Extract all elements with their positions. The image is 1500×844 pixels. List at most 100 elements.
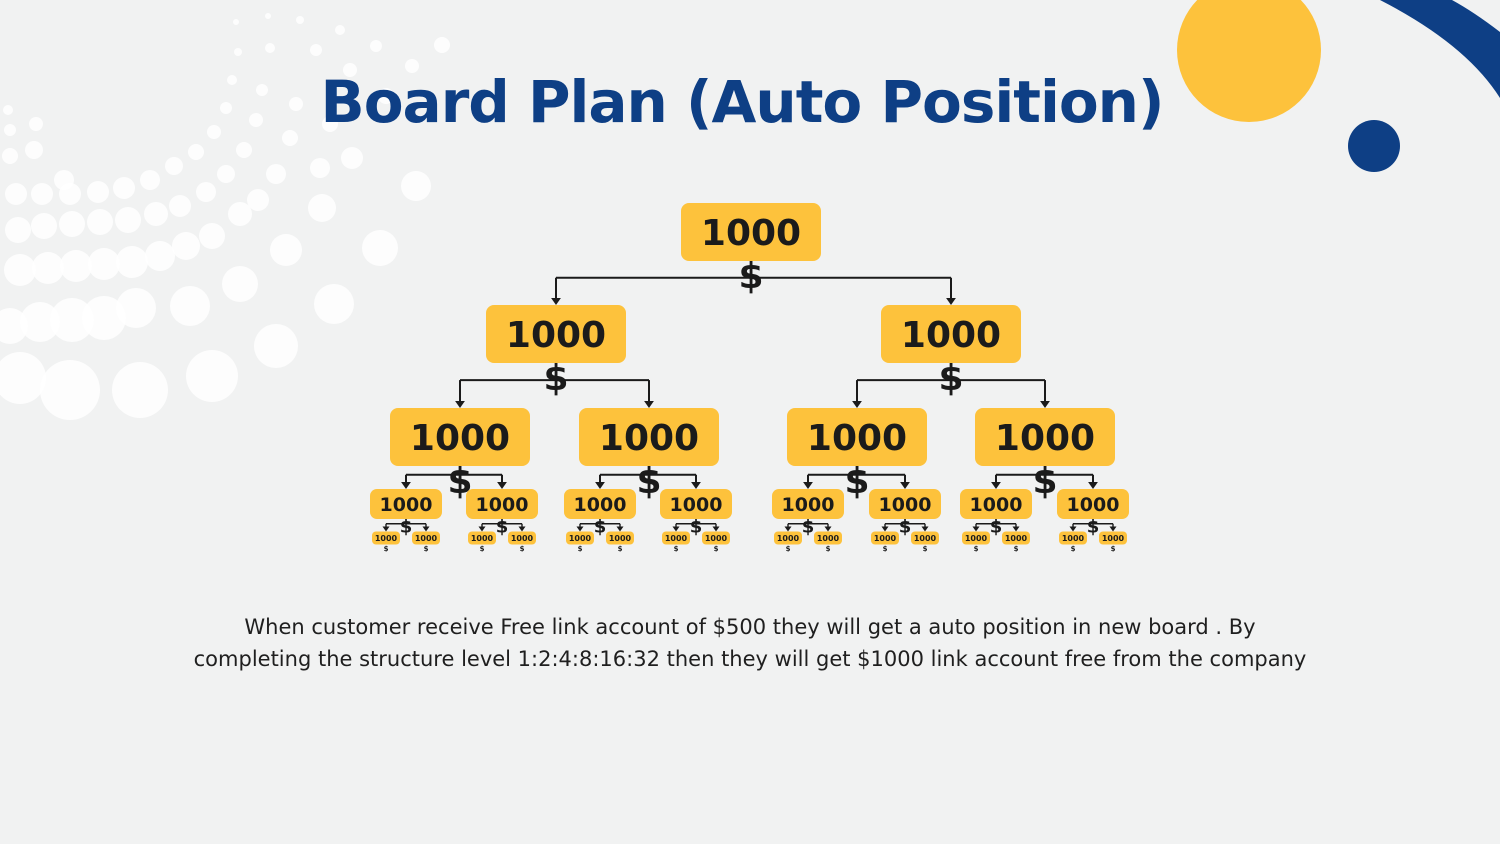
arrow-head-icon xyxy=(824,526,832,532)
tree-node-box xyxy=(681,203,821,261)
tree-node-box xyxy=(814,531,842,545)
tree-connector: $ xyxy=(382,517,430,538)
tree-node: 1000 xyxy=(390,408,530,466)
tree-connector: $ xyxy=(455,358,654,408)
tree-connector: $ xyxy=(478,517,526,538)
decor-dot-45 xyxy=(116,246,148,278)
decor-dot-60 xyxy=(170,286,210,326)
decor-dot-49 xyxy=(5,183,27,205)
arrow-head-icon xyxy=(852,401,862,408)
tree-connector: $ xyxy=(672,517,720,538)
tree-node-label: 1000 xyxy=(665,534,688,543)
description-line-1: When customer receive Free link account … xyxy=(244,615,1256,639)
arrow-head-icon xyxy=(991,482,1001,489)
tree-node-label: 1000 xyxy=(817,534,840,543)
dollar-sign: $ xyxy=(844,461,869,502)
decor-dot-72 xyxy=(29,117,43,131)
decor-dot-54 xyxy=(4,254,36,286)
decor-dot-34 xyxy=(140,170,160,190)
dollar-sign: $ xyxy=(883,545,888,553)
arrow-head-icon xyxy=(784,526,792,532)
tree-node-label: 1000 xyxy=(1067,494,1120,516)
dollar-sign: $ xyxy=(1032,461,1057,502)
tree-node-box xyxy=(566,531,594,545)
tree-node: 1000 xyxy=(869,489,941,519)
tree-node: 1000 xyxy=(772,489,844,519)
tree-node-box xyxy=(372,531,400,545)
decor-dot-13 xyxy=(362,230,398,266)
tree-node-box xyxy=(390,408,530,466)
decor-dot-71 xyxy=(4,124,16,136)
arrow-head-icon xyxy=(595,482,605,489)
decor-dot-14 xyxy=(227,75,237,85)
decor-dot-47 xyxy=(59,211,85,237)
page-title: Board Plan (Auto Position) xyxy=(320,68,1165,136)
tree-node-box xyxy=(468,531,496,545)
dollar-sign: $ xyxy=(738,256,763,297)
dollar-sign: $ xyxy=(496,517,509,538)
tree-connector: $ xyxy=(784,517,832,538)
arrow-head-icon xyxy=(382,526,390,532)
tree-connector: $ xyxy=(803,461,910,502)
tree-node-box xyxy=(702,531,730,545)
tree-node-box xyxy=(1002,531,1030,545)
tree-node-box xyxy=(962,531,990,545)
arrow-head-icon xyxy=(921,526,929,532)
tree-node-box xyxy=(370,489,442,519)
tree-node-box xyxy=(787,408,927,466)
dollar-sign: $ xyxy=(1111,545,1116,553)
dollar-sign: $ xyxy=(990,517,1003,538)
decor-yellow-circle xyxy=(1177,0,1321,122)
dollar-sign: $ xyxy=(938,358,963,399)
decor-dot-29 xyxy=(217,165,235,183)
decor-dot-57 xyxy=(50,298,94,342)
dollar-sign: $ xyxy=(578,545,583,553)
decor-dot-23 xyxy=(282,130,298,146)
decor-dot-22 xyxy=(249,113,263,127)
dollar-sign: $ xyxy=(384,545,389,553)
arrow-head-icon xyxy=(644,401,654,408)
decor-dot-21 xyxy=(220,102,232,114)
tree-node: 1000 xyxy=(1057,489,1129,519)
tree-node: 1000 xyxy=(486,305,626,363)
tree-node-box xyxy=(508,531,536,545)
decor-dot-40 xyxy=(87,181,109,203)
arrow-head-icon xyxy=(478,526,486,532)
tree-node-label: 1000 xyxy=(609,534,632,543)
tree-node-label: 1000 xyxy=(995,418,1095,459)
tree-node-label: 1000 xyxy=(471,534,494,543)
arrow-head-icon xyxy=(576,526,584,532)
arrow-head-icon xyxy=(497,482,507,489)
tree-connector: $ xyxy=(972,517,1020,538)
tree-node-label: 1000 xyxy=(410,418,510,459)
tree-node-box xyxy=(960,489,1032,519)
tree-connector: $ xyxy=(1069,517,1117,538)
decor-dot-2 xyxy=(296,16,304,24)
tree-node: 1000 xyxy=(564,489,636,519)
decor-dot-64 xyxy=(186,350,238,402)
decor-dot-5 xyxy=(405,59,419,73)
decor-dot-28 xyxy=(188,144,204,160)
decor-dot-65 xyxy=(112,362,168,418)
arrow-head-icon xyxy=(803,482,813,489)
decor-dot-44 xyxy=(87,209,113,235)
arrow-head-icon xyxy=(691,482,701,489)
dollar-sign: $ xyxy=(899,517,912,538)
tree-node-box xyxy=(881,305,1021,363)
arrow-head-icon xyxy=(881,526,889,532)
tree-node-box xyxy=(871,531,899,545)
decor-dot-53 xyxy=(32,252,64,284)
tree-node-label: 1000 xyxy=(511,534,534,543)
decor-dot-61 xyxy=(222,266,258,302)
tree-node: 1000 xyxy=(681,203,821,261)
tree-connector: $ xyxy=(852,358,1050,408)
decor-dot-1 xyxy=(265,13,271,19)
decor-dot-27 xyxy=(266,164,286,184)
decor-dot-3 xyxy=(335,25,345,35)
decor-dot-26 xyxy=(236,142,252,158)
tree-node: 1000 xyxy=(370,489,442,519)
decor-dot-67 xyxy=(0,352,46,404)
tree-node: 1000 xyxy=(1002,531,1030,545)
decor-dot-11 xyxy=(378,88,394,104)
tree-node-label: 1000 xyxy=(670,494,723,516)
